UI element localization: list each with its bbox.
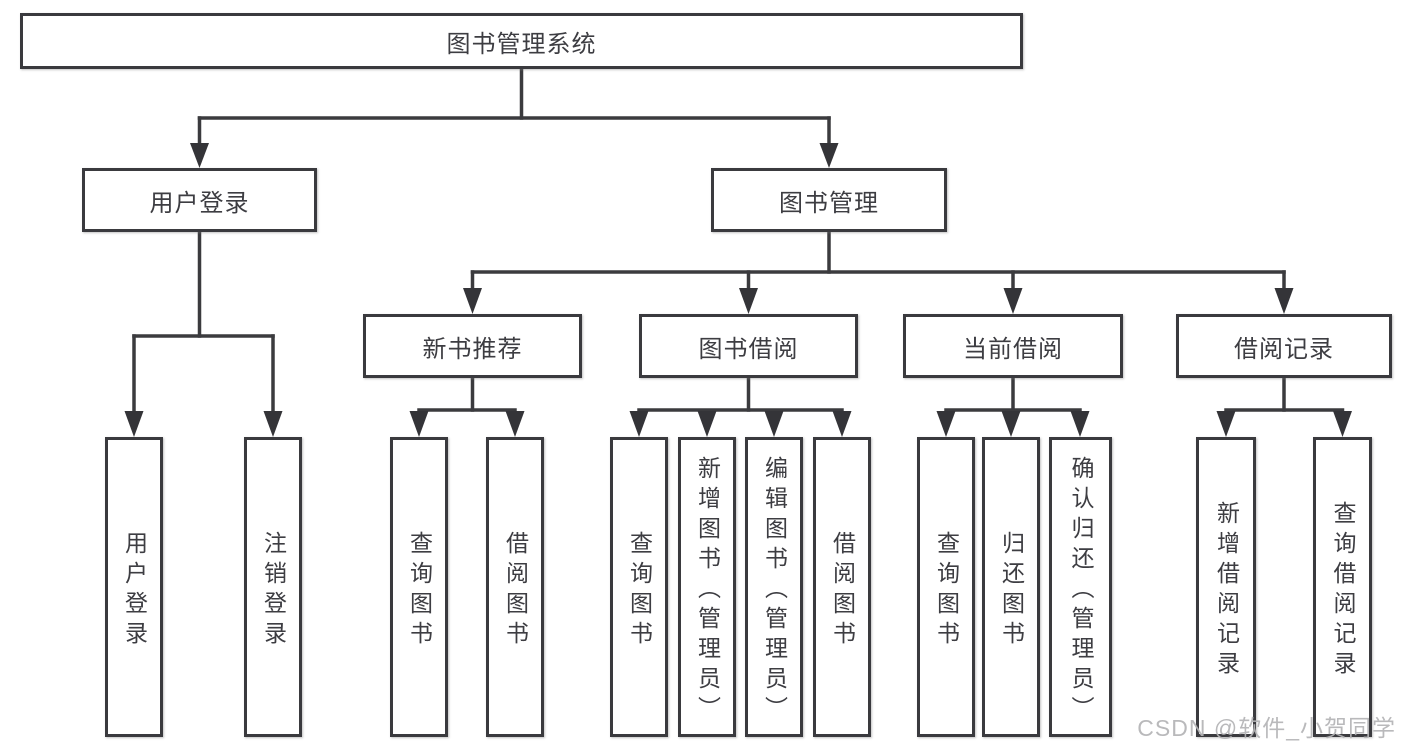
- leaf-login-user-login: 用户登录: [105, 437, 163, 737]
- connector-records-to-children: [1216, 376, 1352, 437]
- connector-newbook-to-children: [409, 376, 525, 437]
- leaf-records-add-record: 新增借阅记录: [1196, 437, 1256, 737]
- node-root: 图书管理系统: [20, 13, 1023, 69]
- leaf-borrow-edit-books-admin-label: 编辑图书（管理员）: [761, 455, 788, 726]
- node-book-management: 图书管理: [711, 168, 947, 232]
- node-book-borrow: 图书借阅: [639, 314, 858, 378]
- connector-current-to-children: [936, 376, 1090, 437]
- leaf-newbook-borrow-books: 借阅图书: [486, 437, 544, 737]
- node-new-book-recommend: 新书推荐: [363, 314, 582, 378]
- leaf-login-logout: 注销登录: [244, 437, 302, 737]
- node-user-login-label: 用户登录: [149, 189, 250, 217]
- connector-login-to-children: [124, 230, 283, 437]
- connector-management-to-level3: [463, 230, 1294, 314]
- leaf-borrow-borrow-books-label: 借阅图书: [829, 530, 856, 651]
- leaf-borrow-add-books-admin-label: 新增图书（管理员）: [694, 455, 721, 726]
- leaf-records-add-record-label: 新增借阅记录: [1213, 500, 1240, 681]
- leaf-newbook-query-books-label: 查询图书: [406, 530, 433, 651]
- leaf-login-user-login-label: 用户登录: [121, 530, 148, 651]
- node-book-management-label: 图书管理: [779, 189, 879, 217]
- leaf-current-query-books: 查询图书: [917, 437, 975, 737]
- node-new-book-recommend-label: 新书推荐: [422, 335, 523, 363]
- leaf-current-confirm-return-admin-label: 确认归还（管理员）: [1068, 455, 1094, 726]
- connector-root-to-level2: [190, 67, 839, 168]
- node-borrow-records: 借阅记录: [1176, 314, 1392, 378]
- leaf-records-query-record: 查询借阅记录: [1313, 437, 1372, 737]
- leaf-current-return-books-label: 归还图书: [998, 530, 1025, 651]
- node-root-label: 图书管理系统: [446, 30, 597, 58]
- leaf-borrow-edit-books-admin: 编辑图书（管理员）: [745, 437, 803, 737]
- connector-borrow-to-children: [629, 376, 852, 437]
- node-current-borrow-label: 当前借阅: [963, 335, 1063, 363]
- node-book-borrow-label: 图书借阅: [698, 335, 799, 363]
- node-borrow-records-label: 借阅记录: [1234, 335, 1334, 363]
- leaf-current-return-books: 归还图书: [982, 437, 1040, 737]
- leaf-borrow-borrow-books: 借阅图书: [813, 437, 871, 737]
- node-user-login: 用户登录: [82, 168, 317, 232]
- leaf-login-logout-label: 注销登录: [260, 530, 287, 651]
- leaf-current-confirm-return-admin: 确认归还（管理员）: [1049, 437, 1112, 737]
- leaf-current-query-books-label: 查询图书: [933, 530, 960, 651]
- leaf-borrow-add-books-admin: 新增图书（管理员）: [678, 437, 736, 737]
- node-current-borrow: 当前借阅: [903, 314, 1123, 378]
- leaf-borrow-query-books: 查询图书: [610, 437, 668, 737]
- leaf-borrow-query-books-label: 查询图书: [626, 530, 653, 651]
- csdn-watermark: CSDN @软件_小贺同学: [1137, 715, 1396, 741]
- leaf-newbook-query-books: 查询图书: [390, 437, 448, 737]
- leaf-newbook-borrow-books-label: 借阅图书: [502, 530, 529, 651]
- leaf-records-query-record-label: 查询借阅记录: [1330, 500, 1356, 681]
